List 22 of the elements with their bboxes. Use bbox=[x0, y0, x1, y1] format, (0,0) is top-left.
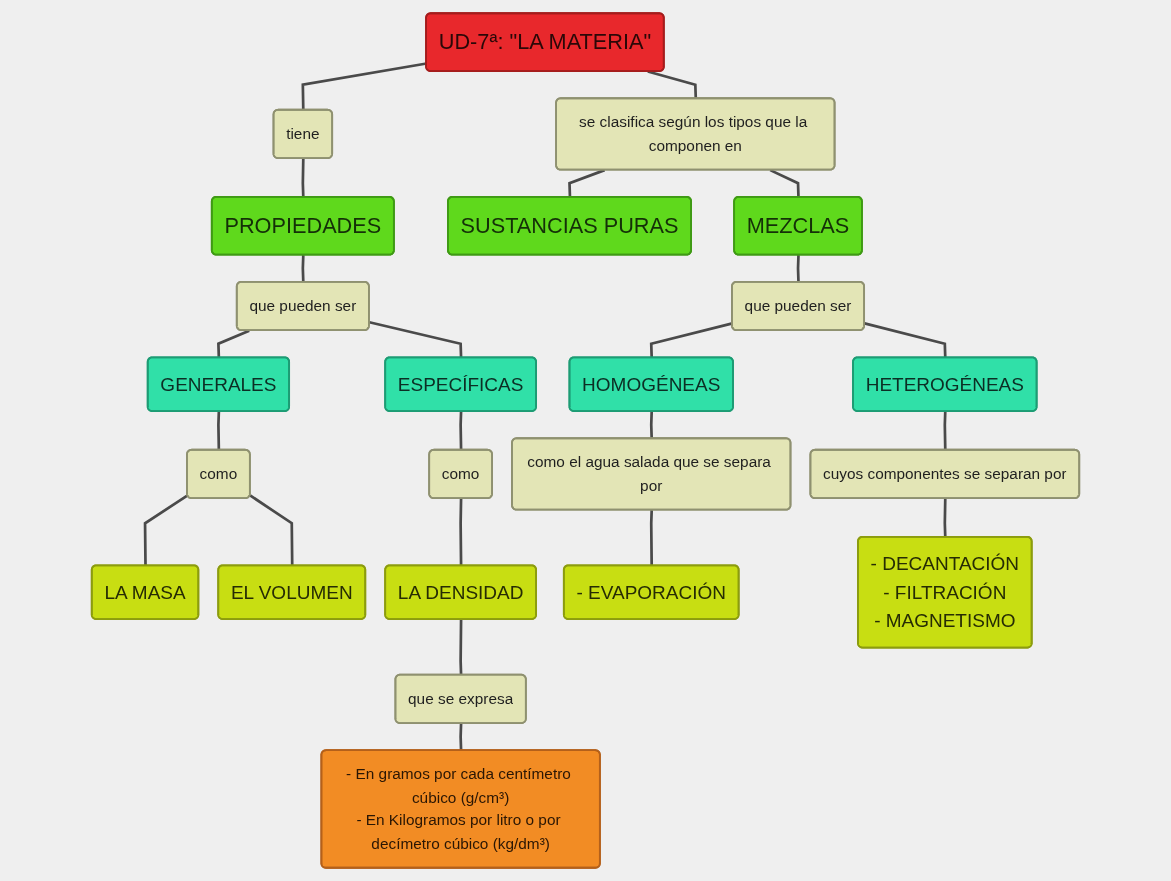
connector bbox=[249, 494, 294, 566]
connector bbox=[943, 498, 947, 538]
connector bbox=[796, 255, 800, 283]
connector bbox=[301, 62, 427, 111]
connector bbox=[649, 411, 654, 439]
connector bbox=[943, 411, 947, 451]
connector bbox=[459, 411, 463, 451]
connector bbox=[143, 494, 189, 566]
connector bbox=[459, 619, 463, 676]
connector bbox=[217, 411, 221, 451]
connector bbox=[649, 510, 654, 566]
connector bbox=[568, 168, 606, 198]
connector bbox=[459, 723, 463, 751]
connector bbox=[369, 320, 463, 358]
connector bbox=[769, 168, 800, 198]
connector bbox=[647, 70, 698, 99]
connector bbox=[649, 322, 733, 358]
connector bbox=[301, 255, 305, 283]
connector bbox=[459, 498, 463, 566]
connector bbox=[217, 329, 250, 358]
connector bbox=[301, 158, 305, 198]
connector bbox=[864, 322, 947, 358]
